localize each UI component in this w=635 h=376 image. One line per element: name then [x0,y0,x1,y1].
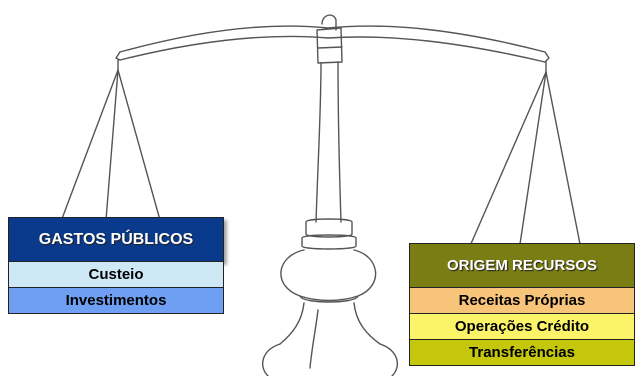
receitas-proprias-item: Receitas Próprias [409,288,635,314]
gastos-publicos-panel: GASTOS PÚBLICOS Custeio Investimentos [8,217,224,314]
operacoes-credito-item: Operações Crédito [409,314,635,340]
transferencias-item: Transferências [409,340,635,366]
custeio-item: Custeio [8,262,224,288]
origem-recursos-panel: ORIGEM RECURSOS Receitas Próprias Operaç… [409,243,635,366]
investimentos-item: Investimentos [8,288,224,314]
origem-recursos-header: ORIGEM RECURSOS [409,243,635,288]
gastos-publicos-header: GASTOS PÚBLICOS [8,217,224,262]
